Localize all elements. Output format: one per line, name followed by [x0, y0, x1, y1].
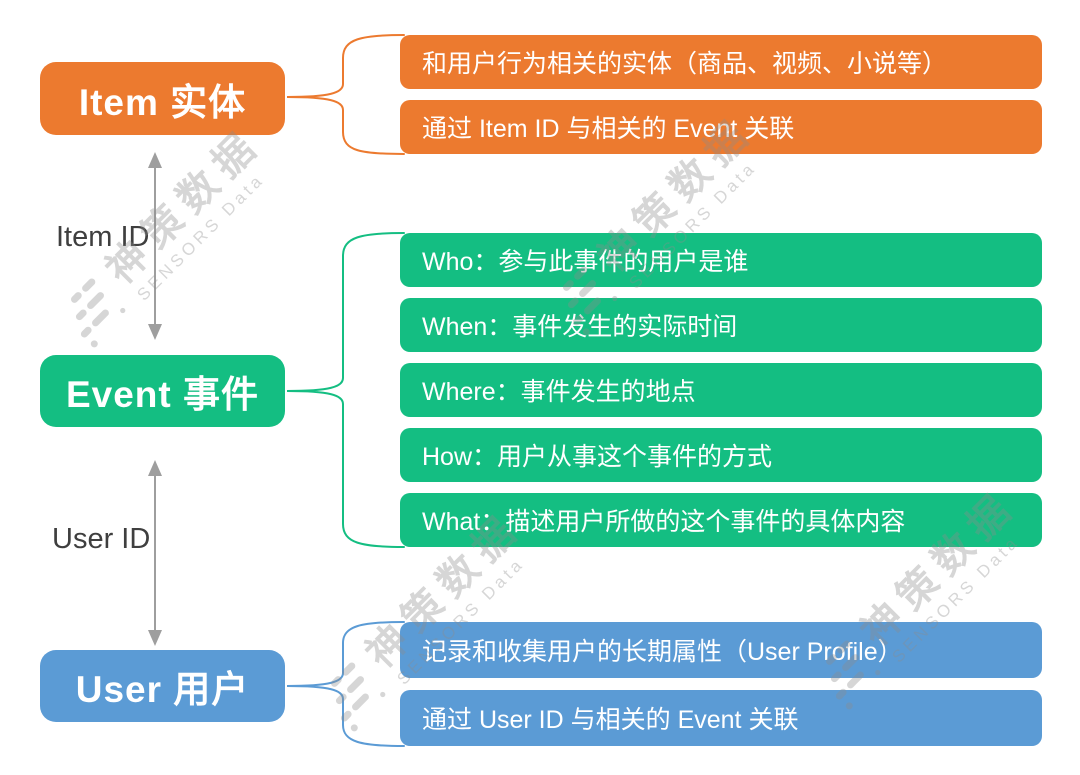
- event-description-bar: What：描述用户所做的这个事件的具体内容: [400, 493, 1042, 547]
- event-description-bar: Who：参与此事件的用户是谁: [400, 233, 1042, 287]
- item-event-arrow-icon: [148, 152, 162, 340]
- user-id-label: User ID: [52, 523, 151, 555]
- item-brace-connector: [286, 34, 405, 155]
- event-description-bar: When：事件发生的实际时间: [400, 298, 1042, 352]
- event-description-bar: How：用户从事这个事件的方式: [400, 428, 1042, 482]
- event-user-arrow-icon: [148, 460, 162, 646]
- user-brace-connector: [286, 621, 405, 747]
- item-description-bar: 和用户行为相关的实体（商品、视频、小说等）: [400, 35, 1042, 89]
- event-description-bar: Where：事件发生的地点: [400, 363, 1042, 417]
- item-id-label: Item ID: [56, 221, 150, 253]
- user-entity-node: User 用户: [40, 650, 285, 722]
- user-description-bar: 通过 User ID 与相关的 Event 关联: [400, 690, 1042, 746]
- item-entity-node: Item 实体: [40, 62, 285, 135]
- user-description-bar: 记录和收集用户的长期属性（User Profile）: [400, 622, 1042, 678]
- watermark-title: 神策数据: [97, 119, 271, 293]
- event-entity-node: Event 事件: [40, 355, 285, 427]
- sensors-data-logo-icon: [70, 278, 126, 348]
- event-brace-connector: [286, 232, 405, 548]
- item-description-bar: 通过 Item ID 与相关的 Event 关联: [400, 100, 1042, 154]
